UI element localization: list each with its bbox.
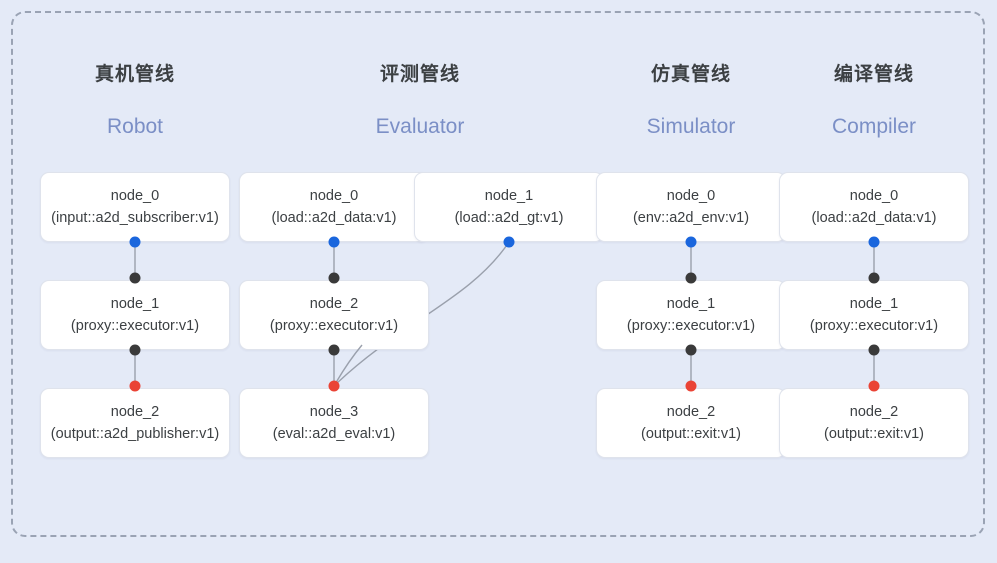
column-title-en-simulator: Simulator [646, 115, 736, 138]
node-box-evaluator-node_0[interactable]: node_0(load::a2d_data:v1) [239, 172, 429, 242]
node-spec-label: (env::a2d_env:v1) [632, 209, 750, 226]
node-name-label: node_3 [309, 403, 359, 420]
port-input-robot-0[interactable] [129, 236, 141, 248]
node-spec-label: (output::exit:v1) [641, 425, 741, 442]
node-box-simulator-node_1[interactable]: node_1(proxy::executor:v1) [596, 280, 786, 350]
column-title-en-robot: Robot [106, 115, 164, 138]
node-spec-label: (output::a2d_publisher:v1) [50, 425, 220, 442]
node-spec-label: (input::a2d_subscriber:v1) [51, 209, 219, 226]
node-box-robot-node_2[interactable]: node_2(output::a2d_publisher:v1) [40, 388, 230, 458]
port-relay-compiler-15[interactable] [868, 344, 880, 356]
port-output-simulator-12[interactable] [685, 380, 697, 392]
node-box-simulator-node_2[interactable]: node_2(output::exit:v1) [596, 388, 786, 458]
column-header-evaluator: 评测管线 Evaluator [376, 65, 465, 137]
node-name-label: node_1 [666, 295, 716, 312]
port-relay-evaluator-7[interactable] [328, 344, 340, 356]
node-box-evaluator-node_1[interactable]: node_1(load::a2d_gt:v1) [414, 172, 604, 242]
node-spec-label: (load::a2d_data:v1) [811, 209, 937, 226]
node-name-label: node_2 [309, 295, 359, 312]
column-title-cn-simulator: 仿真管线 [650, 64, 732, 85]
node-name-label: node_1 [110, 295, 160, 312]
node-box-compiler-node_0[interactable]: node_0(load::a2d_data:v1) [779, 172, 969, 242]
column-header-robot: 真机管线 Robot [95, 65, 175, 137]
node-spec-label: (proxy::executor:v1) [269, 317, 399, 334]
column-title-cn-compiler: 编译管线 [833, 64, 914, 85]
node-spec-label: (proxy::executor:v1) [70, 317, 200, 334]
node-spec-label: (output::exit:v1) [824, 425, 924, 442]
column-header-simulator: 仿真管线 Simulator [647, 65, 736, 137]
node-name-label: node_0 [110, 187, 160, 204]
node-name-label: node_2 [849, 403, 899, 420]
node-box-robot-node_1[interactable]: node_1(proxy::executor:v1) [40, 280, 230, 350]
node-name-label: node_0 [666, 187, 716, 204]
column-header-compiler: 编译管线 Compiler [832, 65, 916, 137]
port-relay-robot-1[interactable] [129, 272, 141, 284]
port-relay-simulator-10[interactable] [685, 272, 697, 284]
port-output-robot-3[interactable] [129, 380, 141, 392]
port-input-evaluator-5[interactable] [503, 236, 515, 248]
node-name-label: node_1 [849, 295, 899, 312]
port-relay-simulator-11[interactable] [685, 344, 697, 356]
node-name-label: node_1 [484, 187, 534, 204]
node-box-simulator-node_0[interactable]: node_0(env::a2d_env:v1) [596, 172, 786, 242]
node-box-compiler-node_2[interactable]: node_2(output::exit:v1) [779, 388, 969, 458]
node-box-evaluator-node_2[interactable]: node_2(proxy::executor:v1) [239, 280, 429, 350]
port-input-simulator-9[interactable] [685, 236, 697, 248]
node-spec-label: (load::a2d_data:v1) [271, 209, 397, 226]
node-spec-label: (proxy::executor:v1) [626, 317, 756, 334]
port-relay-evaluator-6[interactable] [328, 272, 340, 284]
node-spec-label: (load::a2d_gt:v1) [454, 209, 564, 226]
node-box-robot-node_0[interactable]: node_0(input::a2d_subscriber:v1) [40, 172, 230, 242]
node-name-label: node_0 [849, 187, 899, 204]
node-name-label: node_2 [110, 403, 160, 420]
column-title-cn-robot: 真机管线 [94, 64, 176, 85]
port-output-compiler-16[interactable] [868, 380, 880, 392]
port-output-evaluator-8[interactable] [328, 380, 340, 392]
column-title-cn-evaluator: 评测管线 [379, 64, 460, 85]
node-spec-label: (eval::a2d_eval:v1) [272, 425, 396, 442]
node-name-label: node_2 [666, 403, 716, 420]
port-relay-compiler-14[interactable] [868, 272, 880, 284]
node-box-compiler-node_1[interactable]: node_1(proxy::executor:v1) [779, 280, 969, 350]
node-box-evaluator-node_3[interactable]: node_3(eval::a2d_eval:v1) [239, 388, 429, 458]
node-spec-label: (proxy::executor:v1) [809, 317, 939, 334]
port-input-compiler-13[interactable] [868, 236, 880, 248]
port-relay-robot-2[interactable] [129, 344, 141, 356]
column-title-en-compiler: Compiler [831, 115, 917, 138]
node-name-label: node_0 [309, 187, 359, 204]
port-input-evaluator-4[interactable] [328, 236, 340, 248]
column-title-en-evaluator: Evaluator [375, 115, 465, 138]
